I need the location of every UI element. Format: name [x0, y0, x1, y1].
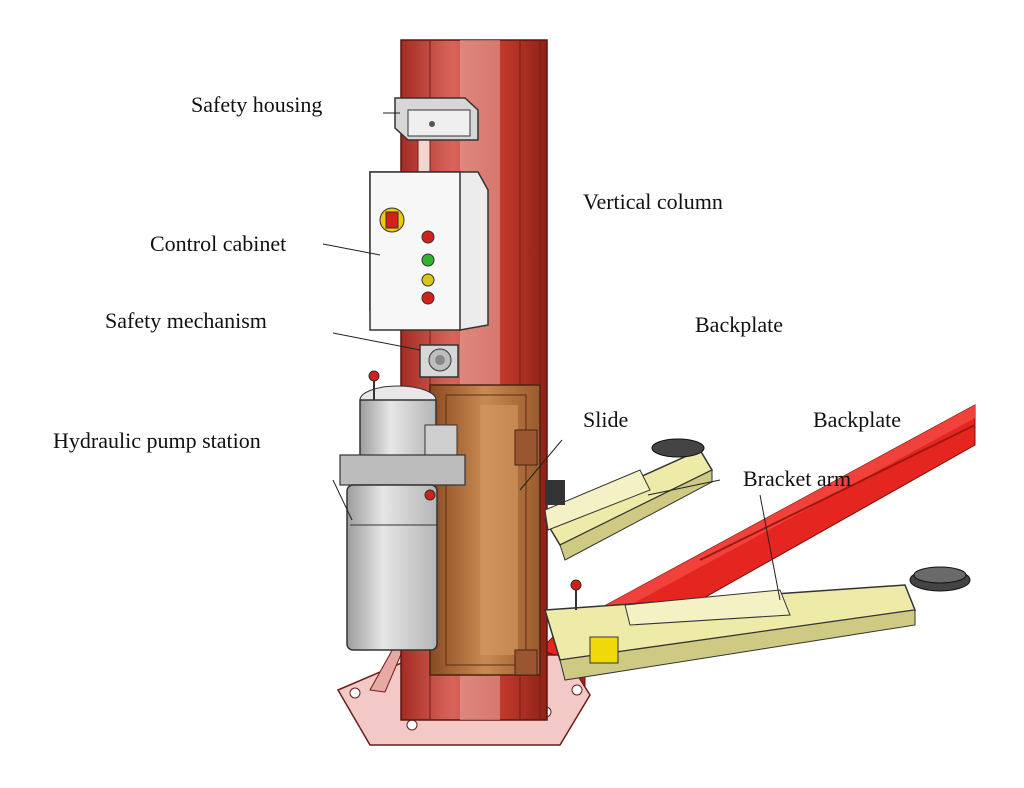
- leader-safety-mechanism: [332, 332, 421, 351]
- upper-bracket-arm: [543, 438, 714, 561]
- label-vertical-column: Vertical column: [583, 189, 723, 214]
- leader-slide: [519, 439, 563, 491]
- label-safety-housing: Safety housing: [191, 92, 323, 117]
- label-backplate-2: Backplate: [813, 407, 901, 432]
- hydraulic-pump-part: [339, 370, 466, 651]
- safety-mechanism-part: [419, 344, 459, 378]
- lower-bracket-arm: [544, 566, 971, 681]
- leader-bracket-arm-2: [759, 494, 781, 601]
- control-cabinet-part: [369, 171, 489, 331]
- leader-bracket-arm-1: [647, 479, 721, 496]
- safety-housing-part: [394, 97, 479, 141]
- label-control-cabinet: Control cabinet: [150, 231, 287, 256]
- label-slide: Slide: [583, 407, 629, 432]
- label-hydraulic-pump-station: Hydraulic pump station: [53, 428, 261, 453]
- leader-hydraulic: [332, 479, 353, 521]
- label-backplate: Backplate: [695, 312, 783, 337]
- label-bracket-arm: Bracket arm: [743, 466, 852, 491]
- leader-lines: [322, 112, 781, 601]
- leader-control-cabinet: [322, 243, 381, 256]
- label-safety-mechanism: Safety mechanism: [105, 308, 267, 333]
